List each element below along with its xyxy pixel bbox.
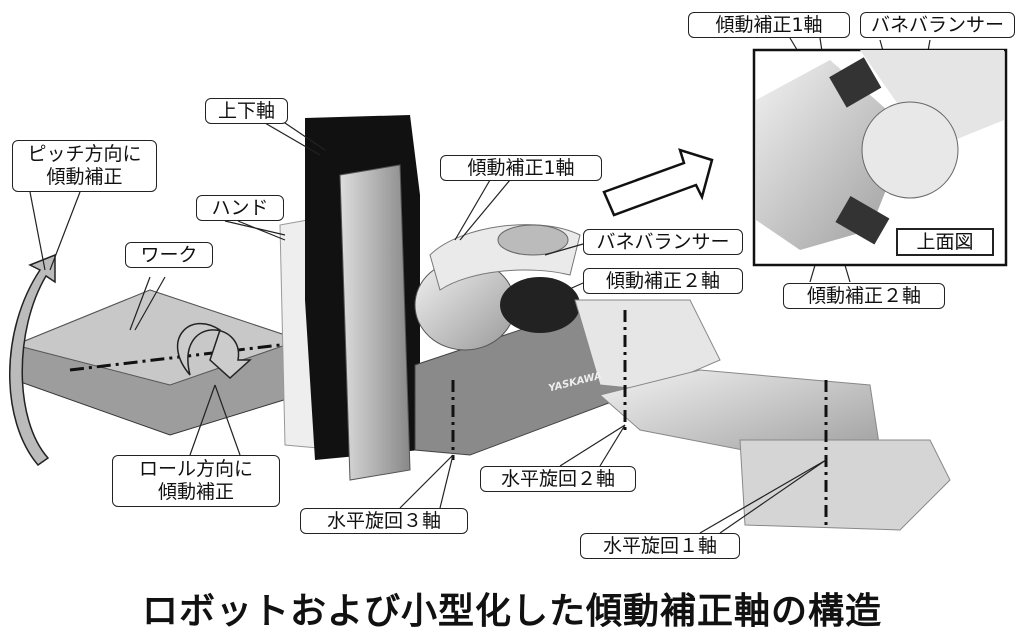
label-text: ハンド [211,197,269,219]
arrow-to-inset-icon [602,148,714,217]
label-text: 水平旋回２軸 [500,468,615,490]
axis-lines [451,310,828,530]
inset-label-tilt-axis-2: 傾動補正２軸 [783,283,945,309]
label-text: 傾動補正２軸 [605,270,720,292]
label-text: ロール方向に [138,458,253,480]
label-roll-tilt: ロール方向に傾動補正 [112,455,280,507]
label-spring-balancer: バネバランサー [583,229,743,255]
inset-label-spring-balancer: バネバランサー [860,12,1015,38]
label-horizontal-axis-1: 水平旋回１軸 [580,533,740,559]
label-text: 傾動補正1軸 [715,14,823,36]
label-text: 傾動補正 [46,166,123,188]
label-vertical-axis: 上下軸 [205,98,288,124]
label-text: 傾動補正２軸 [806,285,921,307]
label-text: 水平旋回１軸 [602,535,717,557]
label-horizontal-axis-2: 水平旋回２軸 [480,466,636,492]
label-hand: ハンド [196,195,284,221]
label-tilt-axis-1: 傾動補正1軸 [440,155,602,181]
workpiece [13,289,302,436]
inset-label-top-view: 上面図 [896,228,994,256]
tilt-unit [414,224,581,351]
label-horizontal-axis-3: 水平旋回３軸 [300,508,468,534]
label-text: 傾動補正 [157,481,234,503]
label-text: 水平旋回３軸 [326,510,441,532]
label-text: バネバランサー [870,14,1004,36]
vertical-axis-column [305,115,420,481]
label-text: 傾動補正1軸 [467,157,575,179]
label-work: ワーク [125,242,213,268]
label-text: ワーク [140,244,198,266]
label-text: 上下軸 [217,100,275,122]
label-pitch-tilt: ピッチ方向に傾動補正 [12,140,157,192]
label-text: バネバランサー [596,231,730,253]
inset-label-tilt-axis-1: 傾動補正1軸 [688,12,850,38]
label-text: 上面図 [916,231,974,253]
base [739,439,951,531]
label-tilt-axis-2: 傾動補正２軸 [583,268,743,294]
roll-arrow-icon [177,322,252,380]
label-text: ピッチ方向に [27,143,142,165]
pitch-arrow-icon [9,253,56,467]
figure-title: ロボットおよび小型化した傾動補正軸の構造 [141,591,882,632]
